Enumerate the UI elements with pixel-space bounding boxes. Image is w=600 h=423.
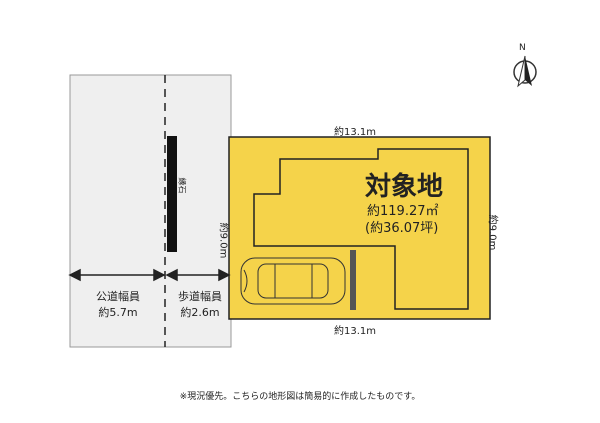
- building-outline: [253, 148, 469, 310]
- compass-label: N: [519, 43, 526, 53]
- curb-label: 縁石: [177, 177, 187, 194]
- car-icon: [240, 257, 346, 305]
- lot-area: [228, 136, 491, 320]
- sidewalk-width: 約2.6m: [180, 306, 220, 319]
- lot-left-depth: 約9.0m: [217, 222, 229, 259]
- footnote: ※現況優先。こちらの地形図は簡易的に作成したものです。: [179, 392, 421, 402]
- parking-stop: [350, 250, 356, 310]
- lot-area-sqm: 約119.27㎡: [367, 204, 439, 219]
- road-area: [69, 74, 232, 348]
- sidewalk-label: 歩道幅員: [178, 290, 222, 303]
- public-road-label: 公道幅員: [96, 290, 140, 303]
- lot-right-depth: 約9.0m: [486, 214, 498, 251]
- lot-bottom-width: 約13.1m: [333, 326, 376, 337]
- lot-top-width: 約13.1m: [333, 127, 376, 138]
- public-road-width: 約5.7m: [98, 306, 138, 319]
- lot-title: 対象地: [365, 172, 444, 202]
- north-arrow-icon: [513, 55, 537, 88]
- lot-area-tsubo: (約36.07坪): [365, 221, 439, 236]
- public-road-width-arrow: [68, 268, 166, 282]
- curb: [167, 136, 177, 252]
- sidewalk-width-arrow: [165, 268, 231, 282]
